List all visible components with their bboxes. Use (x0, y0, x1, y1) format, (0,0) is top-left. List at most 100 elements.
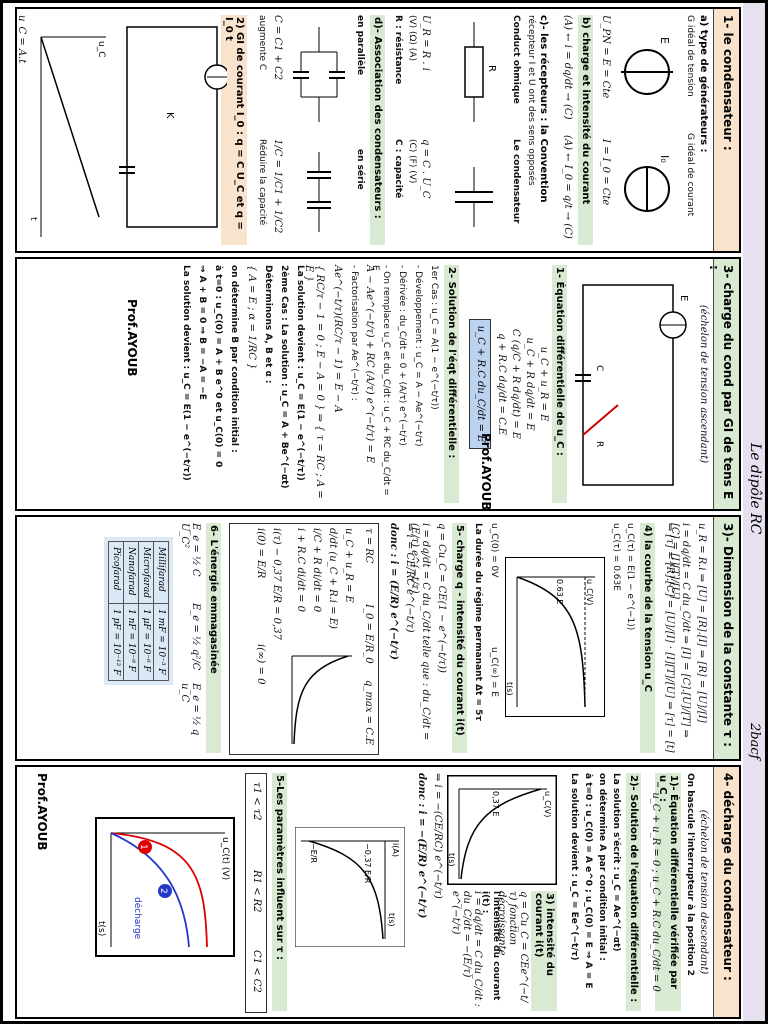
regime-text: La durée du régime permanant Δt = 5τ (473, 523, 483, 722)
serie-note: Réduire la capacité (257, 139, 267, 226)
sec1-a-title: a) type de générateurs : (698, 15, 709, 153)
svg-text:I₀: I₀ (658, 155, 671, 163)
tau-eq-3: i + R.C di/dt = 0 (295, 528, 306, 612)
unit-name: Millifarad (153, 541, 169, 604)
charge-title: 5- charge q - intensité du courant i(t) (452, 523, 467, 753)
courbe-label-1: u_C(τ) = 0.63E (611, 523, 621, 591)
sec4-title: 4- décharge du condensateur : (713, 767, 739, 1017)
tau-2: q_max = C.E (363, 680, 374, 745)
sec1-c-text: récepteur I et U ont des sens opposés (526, 15, 536, 186)
cond-title: Le condensateur (511, 139, 521, 224)
svg-text:u_C: u_C (96, 41, 106, 58)
sol-line-12: on détermine B par condition initial : (229, 265, 239, 453)
tau-val-0: i(τ) − 0,37 E/R = 0,37 (271, 528, 282, 640)
curve-1-label: 1 (138, 844, 148, 850)
eqdiff-line-0: u_C + u_R = E (538, 346, 549, 422)
serie-eq: 1/C = 1/C1 + 1/C2 (272, 139, 283, 234)
idc-t-label: t(s) (387, 913, 396, 927)
eq-courant: I = I_0 = Cte (600, 139, 611, 206)
sec4-intro: On bascule l'interrupteur à la position … (685, 773, 695, 976)
sol-title: 2- Solution de l'éqt différentielle : (444, 265, 459, 503)
svg-text:R: R (594, 441, 604, 447)
svg-text:E: E (658, 37, 671, 44)
charge-line-2: ⇒ i = CE/RC e^(−t/τ) (404, 523, 415, 633)
unit-name: Microfarad (138, 541, 154, 604)
courbe-label-0: u_C(τ) = E(1 − e^(−1)) (625, 523, 635, 631)
param-0: τ1 < τ2 (251, 782, 262, 821)
cond-units: (C) (F) (V) (407, 139, 417, 184)
idc-037-label: −0,37 E/R (363, 843, 372, 884)
s2-eq1: u_C = A.t (16, 15, 27, 64)
sol-line-13: à t=0 : u_C(0) = A + B e^0 et u_C(0) = 0 (213, 265, 223, 468)
cond-eq: q = C . U_C (420, 139, 431, 199)
pg-decharge-label: décharge (132, 897, 143, 940)
sol-line-0: 1er Cas : u_C = A(1 − e^(−t/τ)) (429, 265, 439, 410)
ohm-eq: U_R = R . i (420, 15, 431, 71)
uc-decharge-graph: u_C(V) 0,37.E t(s) (447, 775, 557, 885)
idc-i-label: i(A) (391, 843, 400, 857)
panel-charge: 3- charge du cond par GI de tens E : (éc… (15, 257, 741, 511)
ohm-units: (V) (Ω) (A) (407, 15, 417, 61)
eqdiff-title: 1- Équation différentielle de u_C : (552, 265, 567, 503)
unit-value: 1 μF = 10⁻⁶ F (138, 603, 154, 681)
eqdiff-box: u_C + R.C du_C/dt = E (469, 319, 491, 449)
cond-note: C : capacité (393, 139, 403, 199)
pg-t-label: t(s) (96, 921, 106, 936)
sec4-sol-0: La solution s'écrit : u_C = Ae^(−αt) (611, 773, 621, 952)
param-row: τ1 < τ2 R1 < R2 C1 < C2 (245, 773, 267, 1013)
tau-val-2: i(∞) = 0 (255, 644, 266, 685)
svg-text:R: R (486, 65, 497, 72)
param-1: R1 < R2 (251, 870, 262, 913)
uc-linear-graph: u_Ct (31, 36, 106, 237)
t-axis-label: t(s) (505, 682, 514, 696)
eqdiff-line-2: C (q/C + R dq/dt) = E (510, 328, 521, 440)
tau-eq-2: i/C + R di/dt = 0 (311, 528, 322, 613)
sec4-eqdiff: u_C + u_R = 0 ; u_C + R.C du_C/dt = 0 (650, 792, 661, 992)
b-eq1: (A) ← i = dq/dt → (C) (562, 15, 573, 120)
charge-line-0: q = Cu_C = CE(1 − e^(−t/τ)) (436, 523, 447, 673)
sec4-sol-3: La solution devient : u_C = Ee^(−t/τ) (569, 773, 579, 961)
sol-line-5: - Factorisation par Ae^(−t/τ) : (349, 265, 359, 401)
author-tag-4: Prof.AYOUB (35, 773, 49, 851)
sec4-subtitle: (échelon de tension descendant) (698, 809, 709, 975)
gen-courant-label: G idéal de courant (685, 133, 695, 217)
unit-name: Picofarad (108, 541, 124, 604)
svg-text:E: E (678, 295, 689, 301)
curve-2-label: 2 (158, 888, 168, 894)
circuit-gi-courant: K (119, 26, 227, 228)
b-eq2: (A) ← I_0 = q/t → (C) (562, 135, 573, 239)
sol-line-7: { RC/τ − 1 = 0 ; E − A = 0 } ⇒ { τ = RC … (303, 265, 325, 499)
svg-text:C: C (594, 365, 604, 371)
eq-tension: U_PN = E = Cte (600, 15, 611, 99)
energy-eq-2: E_e = ½ q u_C (179, 683, 201, 736)
sol-line-1: - Développement : u_C = A − Ae^(−t/τ) (413, 265, 423, 447)
sec4-int-title: 3) intensité du courant i(t) (531, 891, 557, 1011)
parallel-label: en parallèle (355, 15, 365, 76)
parallel-eq: C = C1 + C2 (272, 15, 283, 81)
panel-decharge: 4- décharge du condensateur : (échelon d… (15, 765, 741, 1019)
sol-line-8: La solution devient : u_C = E(1 − e^(−t/… (295, 265, 305, 481)
tau-val-1: i(0) = E/R (255, 528, 266, 579)
eqdiff-line-3: q + R.C dq/dt = C.E (496, 333, 507, 435)
sec4-int-3: ⇒ i = −(CE/RC) e^(−t/τ) (432, 773, 443, 899)
tau-box: τ = RC I_0 = E/R_0 q_max = C.E u_C + u_R… (229, 523, 379, 755)
recepteur-icons: R (455, 22, 497, 227)
courbe-title: 4) la courbe de la tension u_C (640, 523, 655, 753)
charge-circuit: E C R (575, 284, 689, 486)
panel-dimension: 3)- Dimension de la constante τ : u_R = … (15, 515, 741, 761)
tau-eq-1: d/dt (u_C + R.i = E) (327, 528, 338, 629)
unit-value: 1 pF = 10⁻¹² F (108, 603, 124, 681)
svg-text:K: K (164, 112, 175, 119)
parallel-note: augmente C (257, 15, 267, 71)
dim-line-2: ⇒ [τ] = [R].[C] = [U]/[I] · [I][T]/[U] ⇒… (664, 523, 675, 753)
sheet-title: Le dipôle RC (747, 443, 763, 535)
param-graph: 1 2 u_C(t) (V) décharge t(s) (95, 817, 235, 957)
i-decharge-graph: i(A) −0,37 E/R −E/R t(s) (295, 827, 405, 947)
sec4-sol-title: 2)- Solution de l'équation différentiell… (626, 773, 641, 1011)
dc-t-label: t(s) (447, 853, 456, 867)
association-icons (293, 27, 345, 232)
energy-eq-0: E_e = ½ C U_C² (179, 523, 201, 577)
param-title: 5-Les paramètres influent sur τ : (272, 773, 287, 1011)
